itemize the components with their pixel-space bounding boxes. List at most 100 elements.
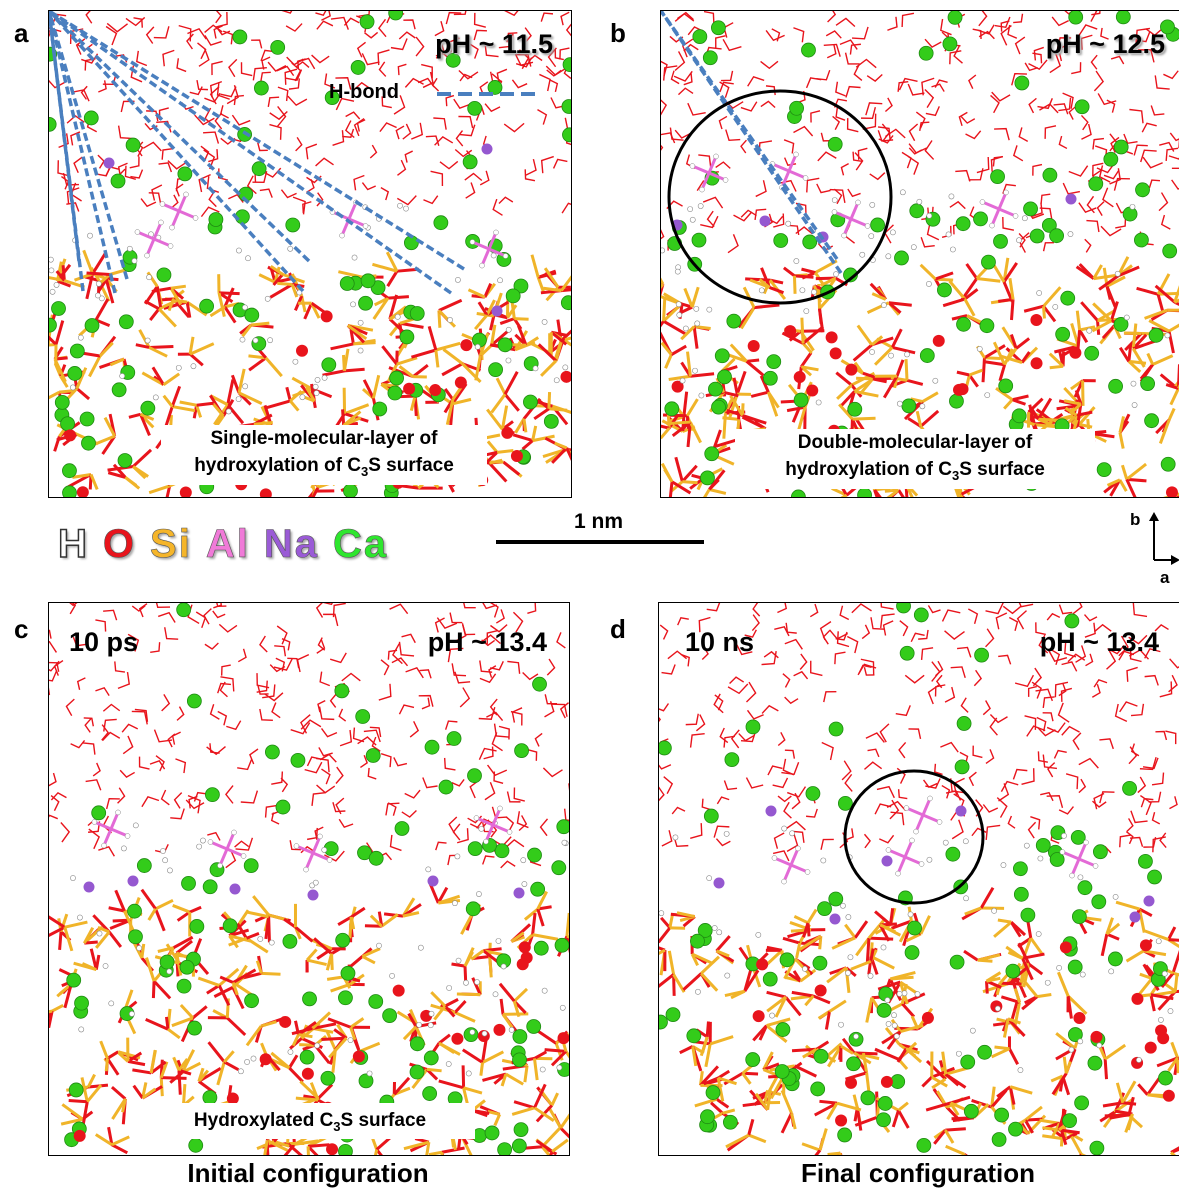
water-molecule: [863, 833, 871, 849]
ca-atom: [877, 1096, 893, 1111]
h-atom: [904, 351, 910, 358]
water-molecule: [940, 18, 952, 36]
water-molecule: [786, 833, 799, 853]
si-o-bond: [703, 1076, 719, 1086]
si-o-bond: [688, 421, 702, 444]
ca-atom: [467, 768, 482, 784]
si-o-bond: [127, 1051, 143, 1063]
si-o-bond: [1125, 462, 1148, 481]
si-o-bond: [223, 306, 237, 324]
na-atom: [127, 875, 139, 887]
water-molecule: [1032, 52, 1043, 64]
si-o-bond: [536, 890, 548, 910]
h-atom: [909, 837, 915, 844]
si-o-bond: [1144, 308, 1168, 320]
h-atom: [896, 990, 903, 997]
ca-atom: [1115, 11, 1131, 25]
water-molecule: [302, 201, 312, 214]
si-o-bond: [860, 377, 874, 394]
water-molecule: [740, 209, 757, 218]
water-molecule: [861, 624, 871, 640]
water-molecule: [994, 16, 1011, 29]
ca-atom: [523, 394, 538, 410]
ca-atom: [810, 1081, 826, 1097]
water-molecule: [1064, 11, 1074, 15]
water-molecule: [332, 130, 345, 146]
water-molecule: [841, 760, 852, 781]
water-molecule: [476, 818, 495, 829]
na-atom: [307, 889, 319, 901]
water-molecule: [931, 83, 945, 92]
water-molecule: [763, 650, 779, 659]
h-atom: [693, 305, 700, 312]
water-molecule: [73, 156, 83, 174]
water-molecule: [220, 664, 231, 676]
si-o-bond: [1010, 299, 1015, 321]
water-molecule: [793, 27, 805, 43]
h-atom: [366, 1070, 373, 1077]
water-molecule: [972, 745, 983, 759]
na-atom: [1143, 895, 1155, 907]
h-atom: [49, 288, 56, 295]
water-molecule: [511, 707, 523, 723]
si-o-bond: [135, 343, 150, 349]
h-atom: [682, 325, 689, 332]
water-molecule: [772, 850, 790, 862]
water-molecule: [1000, 20, 1010, 32]
water-molecule: [899, 620, 909, 637]
si-o-bond: [426, 1067, 442, 1073]
si-o-bond: [191, 1005, 208, 1020]
ca-atom: [745, 1052, 761, 1067]
ph-label: pH ~ 13.4: [1039, 627, 1159, 657]
si-o-bond: [709, 1035, 734, 1046]
water-molecule: [1039, 103, 1059, 114]
si-o-bond: [1167, 938, 1179, 949]
ca-atom: [1147, 869, 1162, 885]
ca-atom: [117, 453, 133, 468]
si-o-bond: [99, 1040, 109, 1060]
si-o-bond: [438, 1041, 461, 1056]
water-molecule: [402, 123, 412, 140]
water-molecule: [486, 629, 499, 644]
water-molecule: [304, 761, 323, 774]
water-molecule: [1135, 31, 1151, 43]
si-o-bond: [1173, 975, 1179, 992]
ca-atom: [665, 1007, 681, 1023]
h-atom: [299, 394, 306, 401]
h-atom: [314, 376, 321, 383]
water-molecule: [681, 38, 694, 58]
water-molecule: [1080, 34, 1093, 50]
water-molecule: [869, 172, 886, 181]
si-o-bond: [349, 1026, 357, 1041]
water-molecule: [1075, 645, 1087, 663]
water-molecule: [198, 48, 210, 67]
water-molecule: [772, 777, 789, 789]
water-molecule: [1151, 812, 1161, 825]
water-molecule: [1026, 725, 1046, 737]
water-molecule: [527, 603, 537, 614]
water-molecule: [674, 129, 692, 139]
si-o-bond: [992, 264, 1006, 283]
o-atom: [1155, 1024, 1168, 1037]
si-o-bond: [530, 254, 540, 278]
si-o-bond: [151, 981, 156, 999]
si-o-bond: [230, 374, 241, 394]
h-atom: [268, 939, 275, 946]
si-o-bond: [1170, 1151, 1176, 1155]
ca-atom: [487, 80, 503, 95]
water-molecule: [1091, 683, 1101, 698]
si-o-bond: [812, 285, 823, 303]
water-molecule: [527, 749, 538, 761]
si-o-bond: [349, 1017, 365, 1029]
ca-atom: [222, 918, 238, 934]
ca-atom: [556, 819, 569, 835]
si-o-bond: [802, 325, 824, 345]
si-o-bond: [305, 948, 318, 962]
water-molecule: [1002, 605, 1022, 615]
water-molecule: [1154, 623, 1169, 632]
si-o-bond: [106, 1057, 120, 1076]
water-molecule: [832, 115, 841, 131]
si-o-bond: [794, 1064, 817, 1078]
water-molecule: [1049, 648, 1061, 666]
o-atom: [326, 1143, 339, 1155]
